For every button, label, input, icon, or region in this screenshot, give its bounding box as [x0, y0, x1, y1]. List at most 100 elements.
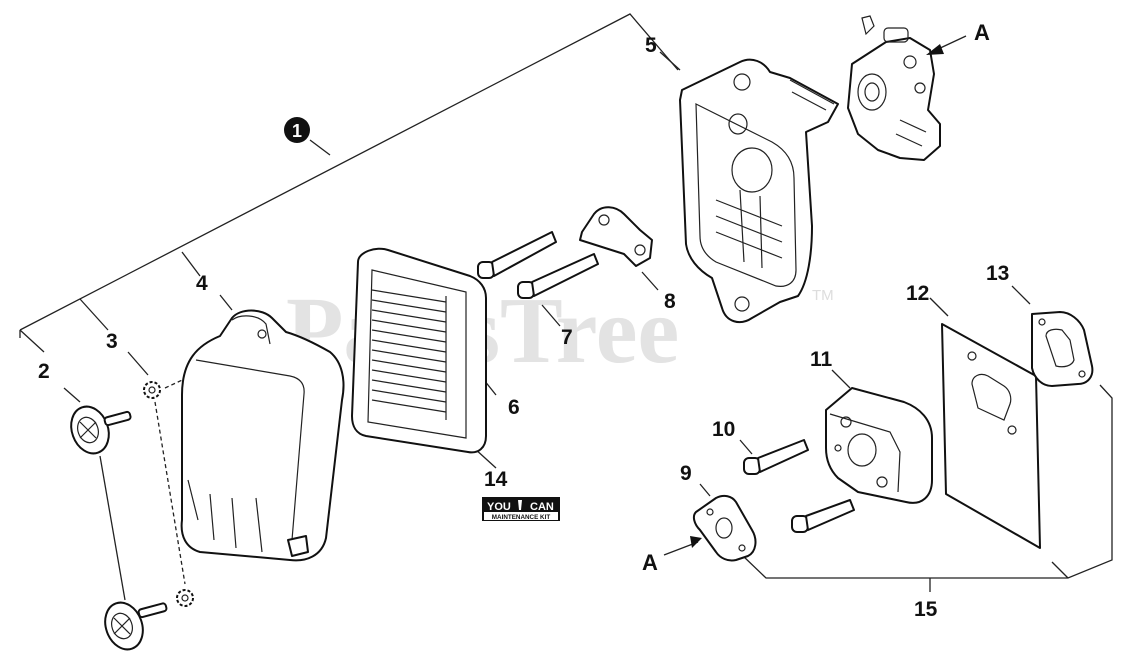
badge-subbar	[484, 512, 558, 520]
gasket-12-outline	[941, 323, 1041, 549]
bracket-tick-2	[19, 329, 45, 353]
leader-7	[541, 304, 561, 327]
carb-lever	[861, 15, 875, 36]
insulator-body	[825, 387, 933, 504]
label-6: 6	[508, 396, 520, 419]
label-2: 2	[38, 360, 50, 383]
cover-lug-hole	[257, 329, 267, 339]
part-8-bracket	[579, 206, 659, 291]
gasket-12-hole-1	[967, 351, 977, 361]
label-5: 5	[645, 34, 657, 57]
arrow-a-bottom-head	[690, 536, 702, 548]
leader-8	[641, 271, 659, 291]
label-4: 4	[196, 272, 208, 295]
item-1-marker: 1	[284, 117, 310, 143]
watermark-tm: TM	[812, 287, 834, 304]
knob-top-face	[77, 416, 99, 444]
label-8: 8	[664, 290, 676, 313]
case-upper-hole	[728, 113, 748, 135]
bracket-hole-1	[598, 214, 610, 226]
gasket-9-outline	[692, 494, 757, 562]
part-10-bolts	[739, 439, 855, 533]
gasket-12-hole-2	[1007, 425, 1017, 435]
leader-5	[659, 51, 681, 71]
carb-bore	[857, 73, 887, 111]
case-bottom-hole	[734, 296, 750, 312]
cover-inner-edge	[195, 359, 305, 541]
leader-11	[831, 369, 851, 389]
bolt-10-lower-shank	[805, 499, 855, 531]
part-2-knob-bottom	[99, 455, 168, 651]
carb-top-cover	[883, 27, 909, 43]
leader-1	[309, 139, 331, 156]
label-13: 13	[986, 262, 1009, 285]
case-top-flange	[789, 79, 835, 111]
maintenance-kit-badge: YOU CAN MAINTENANCE KIT	[482, 497, 560, 521]
callout-labels: 2 3 4 5 6 7 8 9 10 11 12 13 14 15 A A	[38, 20, 1009, 621]
gasket-13-hole-1	[1038, 318, 1046, 326]
washer-bottom	[176, 589, 194, 607]
case-top-hole	[733, 73, 751, 91]
part-6-air-filter	[351, 247, 497, 469]
badge-wrench-icon	[518, 500, 522, 510]
badge-can: CAN	[530, 501, 554, 513]
part-2-knob-top	[63, 387, 132, 455]
knob-top-body	[70, 405, 110, 455]
leader-4	[219, 294, 233, 311]
case-ribs	[715, 189, 783, 269]
part-11-insulator	[825, 369, 933, 504]
washer-link-line	[154, 401, 186, 585]
part-7-bolts	[477, 231, 599, 327]
bracket-line-1	[19, 13, 679, 331]
washer-top-hole	[148, 386, 156, 394]
item-1-circle	[284, 117, 310, 143]
insulator-face-edge	[829, 413, 901, 493]
knob-top-star	[79, 421, 97, 439]
bracket-tick-12	[1051, 561, 1069, 579]
bolt-lower-shank	[531, 253, 599, 297]
filter-inner-frame	[367, 269, 467, 439]
leader-3	[127, 351, 149, 376]
bracket-plate	[579, 206, 653, 267]
filter-frame	[351, 247, 487, 454]
label-10: 10	[712, 418, 735, 441]
label-11: 11	[810, 348, 833, 371]
label-12: 12	[906, 282, 929, 305]
knob-bottom-face	[111, 612, 133, 640]
insulator-hole-3	[834, 444, 842, 452]
bracket-tick-3	[79, 298, 109, 331]
leader-12	[929, 297, 949, 317]
cover-outline	[180, 309, 345, 562]
insulator-hole-2	[876, 476, 888, 488]
label-a-bottom: A	[642, 550, 658, 575]
knob-link-line	[99, 455, 126, 601]
gasket-9-hole-2	[738, 544, 746, 552]
cover-top-lug	[231, 315, 271, 345]
bracket-hole-2	[634, 244, 646, 256]
badge-maintenance-kit: MAINTENANCE KIT	[492, 514, 551, 521]
part-4-filter-cover	[180, 294, 345, 562]
carb-screw-1	[903, 55, 917, 69]
group-bracket-15	[741, 384, 1113, 592]
gasket-9-bore	[715, 517, 733, 539]
insulator-bore	[847, 433, 877, 467]
carb-diaphragm-lines	[895, 119, 927, 147]
gasket-13-opening	[1045, 328, 1075, 368]
arrow-a-top-head	[926, 44, 944, 55]
bracket-line-15	[741, 384, 1113, 579]
cover-ribs	[187, 479, 263, 553]
label-9: 9	[680, 462, 692, 485]
label-7: 7	[561, 326, 573, 349]
filter-pleats	[371, 289, 447, 420]
leader-9	[699, 483, 711, 497]
bolt-10-upper-shank	[757, 439, 809, 473]
part-5-case	[659, 51, 839, 324]
bracket-tick-4	[181, 251, 201, 277]
group-bracket-1	[19, 13, 679, 353]
gasket-13-hole-2	[1078, 370, 1086, 378]
bolt-upper-shank	[491, 231, 557, 277]
knob-top-screw	[103, 410, 132, 427]
label-3: 3	[106, 330, 118, 353]
carb-body	[847, 37, 941, 161]
